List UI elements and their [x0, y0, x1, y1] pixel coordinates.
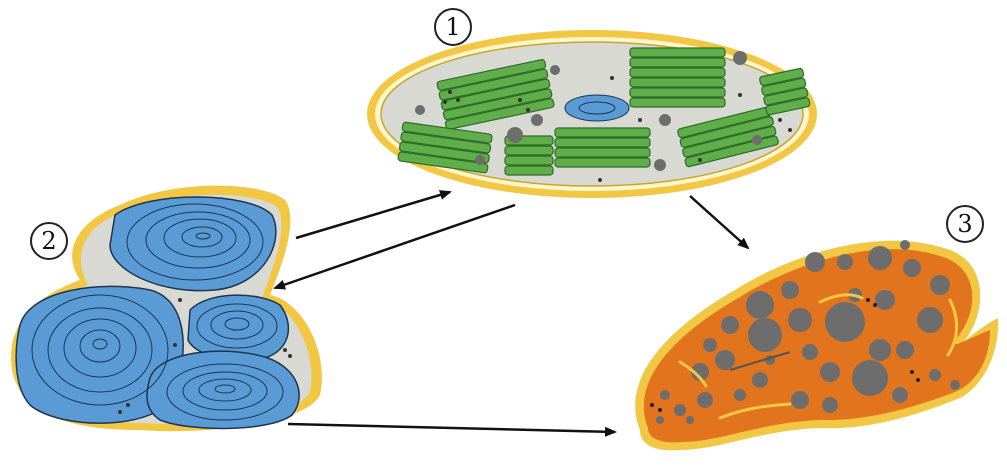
arrow-chloroplast-to-chromoplast [690, 196, 748, 248]
label-3: 3 [946, 205, 984, 243]
arrow-leucoplast-to-chromoplast [288, 424, 615, 432]
leucoplast-icon [11, 186, 322, 432]
arrow-leucoplast-to-chloroplast [296, 192, 450, 238]
chloroplast-icon [367, 30, 817, 198]
chromoplast-icon [635, 240, 998, 450]
arrow-chloroplast-to-leucoplast [275, 205, 515, 288]
label-1: 1 [434, 8, 472, 46]
label-2: 2 [30, 222, 68, 260]
